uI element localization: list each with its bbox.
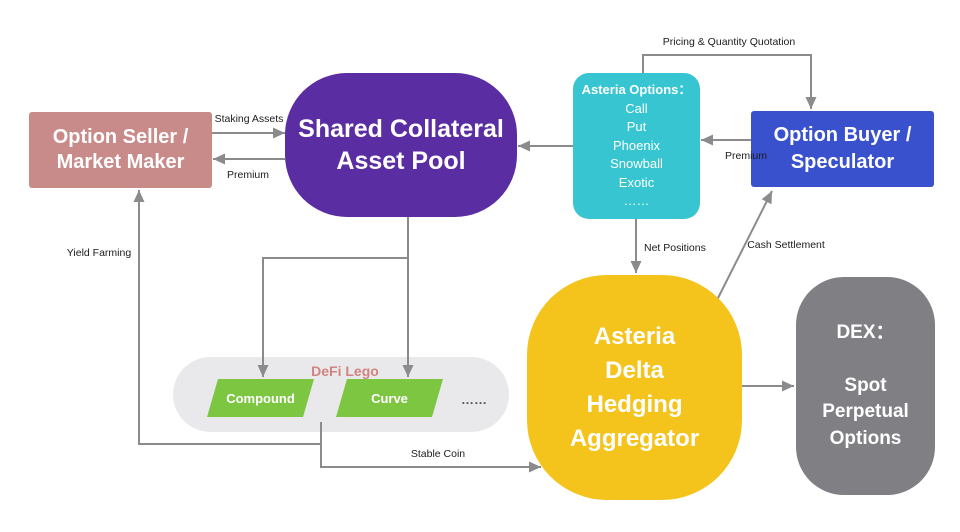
dex-item-perpetual: Perpetual <box>822 401 909 423</box>
defi-more-ellipsis: …… <box>461 392 487 407</box>
dex-item-spot: Spot <box>844 374 887 396</box>
option-type-ellipsis: …… <box>623 193 650 209</box>
premium-left-label: Premium <box>226 169 270 181</box>
option-type-put: Put <box>626 119 647 135</box>
compound-label: Compound <box>226 390 295 406</box>
cash-settlement-label: Cash Settlement <box>747 239 825 251</box>
option-buyer-line2: Speculator <box>790 151 895 173</box>
edge-pool-to-compound <box>257 217 409 377</box>
option-buyer-box: Option Buyer / Speculator <box>751 111 934 187</box>
delta-hedging-aggregator-circle: Asteria Delta Hedging Aggregator <box>527 275 742 500</box>
dex-item-options: Options <box>829 427 902 449</box>
option-seller-line2: Market Maker <box>56 151 185 173</box>
option-type-snowball: Snowball <box>610 156 663 172</box>
option-buyer-line1: Option Buyer / <box>773 124 912 146</box>
stable-coin-label: Stable Coin <box>410 448 466 460</box>
staking-assets-label: Staking Assets <box>214 113 284 125</box>
aggregator-line1: Asteria <box>593 322 676 350</box>
pricing-quotation-label: Pricing & Quantity Quotation <box>662 36 796 48</box>
option-seller-box: Option Seller / Market Maker <box>29 112 212 188</box>
curve-label: Curve <box>371 390 408 406</box>
option-seller-line1: Option Seller / <box>52 126 189 148</box>
shared-collateral-pool-box: Shared Collateral Asset Pool <box>285 73 517 217</box>
curve-parallelogram: Curve <box>336 379 443 417</box>
aggregator-line3: Hedging <box>586 390 683 418</box>
dex-box: DEX： Spot Perpetual Options <box>796 277 935 495</box>
aggregator-line4: Aggregator <box>569 424 700 452</box>
option-type-exotic: Exotic <box>618 174 655 190</box>
yield-farming-label: Yield Farming <box>66 247 132 259</box>
dex-title: DEX： <box>836 321 895 343</box>
pool-line1: Shared Collateral <box>298 115 504 143</box>
defi-lego-label: DeFi Lego <box>311 363 379 379</box>
aggregator-line2: Delta <box>605 356 664 384</box>
net-positions-label: Net Positions <box>644 242 706 254</box>
options-title: Asteria Options： <box>581 81 692 97</box>
compound-parallelogram: Compound <box>207 379 314 417</box>
pool-line2: Asset Pool <box>336 147 466 175</box>
premium-right-label: Premium <box>724 150 768 162</box>
asteria-options-box: Asteria Options： Call Put Phoenix Snowba… <box>573 73 700 219</box>
option-type-call: Call <box>625 100 648 116</box>
option-type-phoenix: Phoenix <box>613 137 660 153</box>
